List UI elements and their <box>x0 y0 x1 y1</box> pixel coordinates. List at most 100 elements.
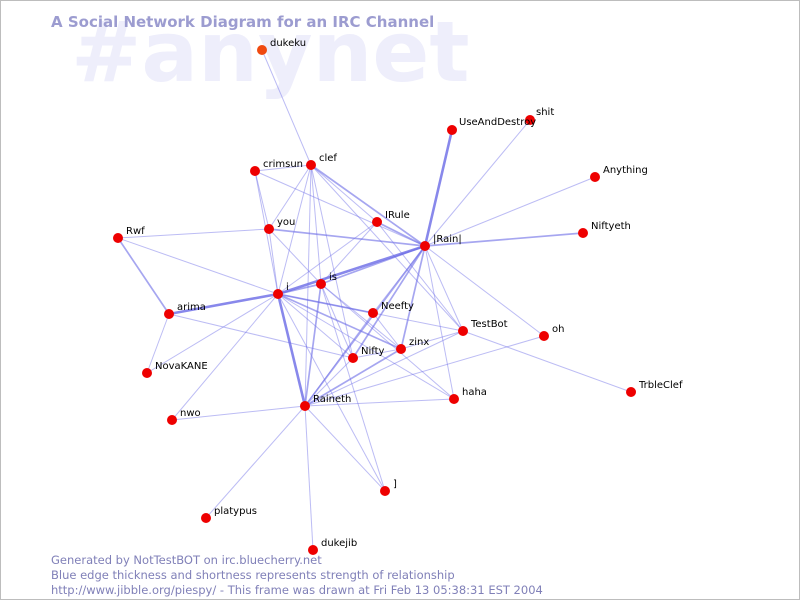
node-dot[interactable] <box>447 125 457 135</box>
edge-clef-Nifty <box>310 164 354 359</box>
node-crimsun[interactable]: crimsun <box>250 159 303 176</box>
edge-Anything-IRain <box>424 176 596 247</box>
node-platypus[interactable]: platypus <box>201 506 257 523</box>
edge-i-is <box>277 283 322 295</box>
edge-clef-you <box>268 164 312 230</box>
node-dot[interactable] <box>368 308 378 318</box>
node-IRain[interactable]: |Rain| <box>420 234 462 251</box>
node-dot[interactable] <box>420 241 430 251</box>
node-dot[interactable] <box>113 233 123 243</box>
node-dot[interactable] <box>539 331 549 341</box>
node-dot[interactable] <box>525 115 535 125</box>
edge-crimsun-IRain <box>254 170 426 247</box>
node-dot[interactable] <box>142 368 152 378</box>
node-dukejib[interactable]: dukejib <box>308 538 357 555</box>
node-clef[interactable]: clef <box>306 153 337 170</box>
node-dot[interactable] <box>250 166 260 176</box>
node-dot[interactable] <box>348 353 358 363</box>
node-TestBot[interactable]: TestBot <box>458 319 508 336</box>
node-label: NovaKANE <box>155 361 208 372</box>
node-NovaKANE[interactable]: NovaKANE <box>142 361 208 378</box>
node-dot[interactable] <box>264 224 274 234</box>
edge-is-Nifty <box>320 283 354 359</box>
node-dot[interactable] <box>578 228 588 238</box>
node-dukeku[interactable]: dukeku <box>257 38 306 55</box>
node-TrbleClef[interactable]: TrbleClef <box>626 380 683 397</box>
edge-i-nwo <box>171 293 279 421</box>
node-label: arima <box>177 302 206 313</box>
node-Niftyeth[interactable]: Niftyeth <box>578 221 631 238</box>
edge-IRain-oh <box>424 245 545 337</box>
edge-layer <box>117 49 632 551</box>
node-label: clef <box>319 153 337 164</box>
node-dot[interactable] <box>458 326 468 336</box>
node-you[interactable]: you <box>264 217 295 234</box>
node-dot[interactable] <box>257 45 267 55</box>
node-oh[interactable]: oh <box>539 324 564 341</box>
edge-crimsun-you <box>254 170 270 230</box>
node-dot[interactable] <box>306 160 316 170</box>
edge-is-Raineth <box>304 283 322 407</box>
node-dot[interactable] <box>626 387 636 397</box>
node-Neefty[interactable]: Neefty <box>368 301 414 318</box>
node-label: i <box>286 282 289 293</box>
edge-Raineth-haha <box>304 398 455 407</box>
edge-Raineth-platypus <box>205 405 306 519</box>
node-dot[interactable] <box>201 513 211 523</box>
node-dot[interactable] <box>273 289 283 299</box>
edge-Raineth-bracket <box>304 405 386 492</box>
node-nwo[interactable]: nwo <box>167 408 201 425</box>
edge-TestBot-TrbleClef <box>462 330 632 393</box>
edge-Raineth-Nifty <box>304 357 354 407</box>
node-is[interactable]: is <box>316 272 337 289</box>
footer-legend-note: Blue edge thickness and shortness repres… <box>51 568 455 582</box>
node-label: TestBot <box>470 319 508 330</box>
node-Nifty[interactable]: Nifty <box>348 346 385 363</box>
node-dot[interactable] <box>316 279 326 289</box>
node-arima[interactable]: arima <box>164 302 206 319</box>
edge-i-zinx <box>277 293 402 350</box>
edge-IRain-zinx <box>400 245 426 350</box>
node-shit[interactable]: shit <box>525 107 554 125</box>
edge-clef-i <box>277 164 312 295</box>
footer-source-link[interactable]: http://www.jibble.org/piespy/ - This fra… <box>51 583 543 597</box>
diagram-title: A Social Network Diagram for an IRC Chan… <box>51 13 435 31</box>
node-dot[interactable] <box>164 309 174 319</box>
node-dot[interactable] <box>590 172 600 182</box>
node-IRule[interactable]: IRule <box>372 210 410 227</box>
node-label: TrbleClef <box>638 380 683 391</box>
node-label: Anything <box>603 165 648 176</box>
edge-Rwf-arima <box>117 237 170 315</box>
edge-IRain-i <box>277 244 426 296</box>
edge-IRain-haha <box>424 245 455 400</box>
node-label: nwo <box>180 408 201 419</box>
footer-generated-by: Generated by NotTestBOT on irc.bluecherr… <box>51 553 322 567</box>
edge-clef-IRain <box>310 164 426 247</box>
edge-you-IRain <box>268 228 426 247</box>
node-dot[interactable] <box>308 545 318 555</box>
node-label: dukejib <box>321 538 357 549</box>
edge-IRain-TestBot <box>424 245 464 332</box>
edge-i-arima <box>168 292 279 316</box>
node-UseAndDestroy[interactable]: UseAndDestroy <box>447 117 536 135</box>
node-haha[interactable]: haha <box>449 387 487 404</box>
node-Raineth[interactable]: Raineth <box>300 394 351 411</box>
node-label: zinx <box>409 337 429 348</box>
node-dot[interactable] <box>396 344 406 354</box>
node-label: dukeku <box>270 38 306 49</box>
node-dot[interactable] <box>449 394 459 404</box>
node-Rwf[interactable]: Rwf <box>113 226 145 243</box>
edge-Raineth-nwo <box>171 405 306 421</box>
node-zinx[interactable]: zinx <box>396 337 429 354</box>
node-i[interactable]: i <box>273 282 289 299</box>
node-dot[interactable] <box>167 415 177 425</box>
node-label: Rwf <box>126 226 145 237</box>
node-Anything[interactable]: Anything <box>590 165 648 182</box>
node-label: haha <box>462 387 487 398</box>
node-dot[interactable] <box>300 401 310 411</box>
node-dot[interactable] <box>372 217 382 227</box>
edge-IRain-is <box>320 245 426 285</box>
node-bracket[interactable]: ] <box>380 479 397 496</box>
node-dot[interactable] <box>380 486 390 496</box>
edge-i-Neefty <box>277 293 374 314</box>
